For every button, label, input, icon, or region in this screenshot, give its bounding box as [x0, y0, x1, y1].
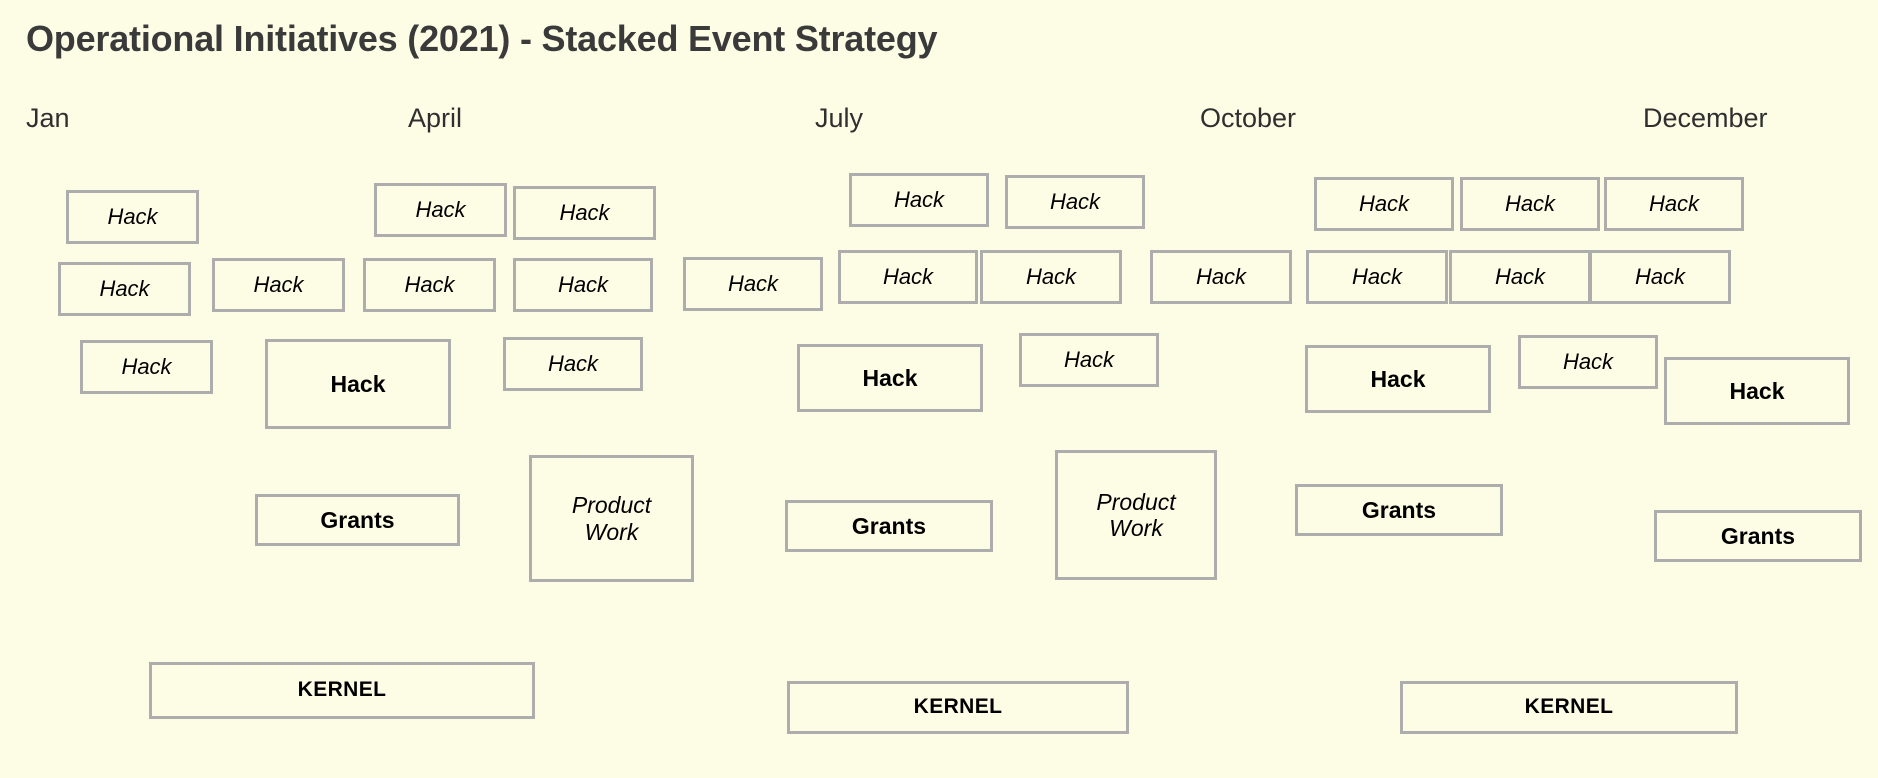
event-label: Hack — [547, 351, 599, 377]
event-label: KERNEL — [913, 695, 1003, 719]
event-box-kernel[interactable]: KERNEL — [149, 662, 535, 719]
event-box-hack[interactable]: Hack — [1150, 250, 1292, 304]
event-box-grants[interactable]: Grants — [255, 494, 460, 546]
event-label: Grants — [1720, 522, 1796, 549]
event-box-grants[interactable]: Grants — [1295, 484, 1503, 536]
axis-label-july: July — [815, 103, 864, 133]
event-box-hack[interactable]: Hack — [838, 250, 978, 304]
event-box-hack[interactable]: Hack — [1019, 333, 1159, 387]
event-label: Hack — [121, 354, 172, 380]
event-label: Hack — [727, 271, 779, 297]
event-label: Grants — [851, 512, 927, 539]
event-box-hack[interactable]: Hack — [683, 257, 823, 311]
event-box-hack[interactable]: Hack — [980, 250, 1122, 304]
event-box-hack[interactable]: Hack — [513, 258, 653, 312]
event-label: Hack — [557, 272, 609, 298]
event-label: Hack — [404, 272, 455, 298]
event-box-hack[interactable]: Hack — [1305, 345, 1491, 413]
event-box-hack[interactable]: Hack — [513, 186, 656, 240]
axis-label-december: December — [1643, 103, 1768, 133]
event-label: Hack — [1648, 191, 1700, 217]
event-label: Hack — [1358, 191, 1410, 217]
page-title: Operational Initiatives (2021) - Stacked… — [26, 18, 938, 59]
event-box-hack[interactable]: Hack — [849, 173, 989, 227]
event-box-hack[interactable]: Hack — [1306, 250, 1448, 304]
event-box-hack[interactable]: Hack — [1449, 250, 1591, 304]
axis-label-jan: Jan — [26, 103, 70, 133]
event-label: Hack — [1504, 191, 1556, 217]
event-box-hack[interactable]: Hack — [1589, 250, 1731, 304]
event-label: KERNEL — [1524, 695, 1614, 719]
event-label: Hack — [1351, 264, 1403, 290]
event-label: Hack — [893, 187, 945, 213]
event-box-kernel[interactable]: KERNEL — [787, 681, 1129, 734]
event-label: Hack — [1049, 189, 1101, 215]
event-box-hack[interactable]: Hack — [66, 190, 199, 244]
event-label: Hack — [1370, 365, 1426, 392]
event-box-grants[interactable]: Grants — [785, 500, 993, 552]
event-box-hack[interactable]: Hack — [1005, 175, 1145, 229]
event-label: Hack — [882, 264, 934, 290]
event-label: Hack — [330, 370, 386, 397]
event-box-hack[interactable]: Hack — [797, 344, 983, 412]
event-box-hack[interactable]: Hack — [1604, 177, 1744, 231]
event-box-hack[interactable]: Hack — [1314, 177, 1454, 231]
event-box-hack[interactable]: Hack — [1460, 177, 1600, 231]
event-box-hack[interactable]: Hack — [265, 339, 451, 429]
axis-label-april: April — [408, 103, 463, 133]
event-box-hack[interactable]: Hack — [58, 262, 191, 316]
event-label: Hack — [1063, 347, 1115, 373]
event-label: Hack — [1494, 264, 1546, 290]
event-label: Hack — [1562, 349, 1614, 375]
event-label: Hack — [107, 204, 158, 230]
event-box-grants[interactable]: Grants — [1654, 510, 1862, 562]
event-label: Grants — [1361, 496, 1437, 523]
event-box-hack[interactable]: Hack — [80, 340, 213, 394]
event-label: Hack — [1025, 264, 1077, 290]
event-label: Hack — [1195, 264, 1247, 290]
event-label: Hack — [1634, 264, 1686, 290]
event-box-hack[interactable]: Hack — [1664, 357, 1850, 425]
event-label: Hack — [559, 200, 610, 226]
axis-label-october: October — [1200, 103, 1297, 133]
event-box-kernel[interactable]: KERNEL — [1400, 681, 1738, 734]
event-label: Grants — [320, 506, 395, 533]
event-label: KERNEL — [297, 678, 387, 702]
event-box-hack[interactable]: Hack — [1518, 335, 1658, 389]
event-box-hack[interactable]: Hack — [374, 183, 507, 237]
event-label: Hack — [862, 364, 918, 391]
event-label: Hack — [253, 272, 304, 298]
event-box-hack[interactable]: Hack — [212, 258, 345, 312]
event-box-hack[interactable]: Hack — [363, 258, 496, 312]
event-label: Hack — [99, 276, 150, 302]
event-box-hack[interactable]: Hack — [503, 337, 643, 391]
event-label: Hack — [1729, 377, 1785, 404]
event-label: Hack — [415, 197, 466, 223]
